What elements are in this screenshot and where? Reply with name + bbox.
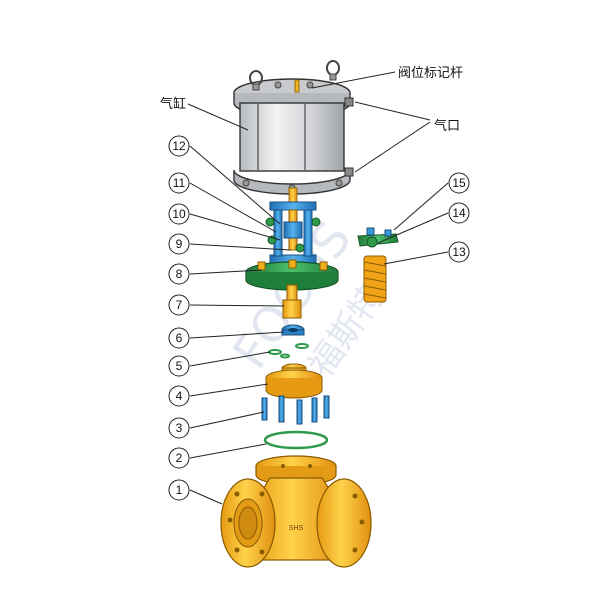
callout-6: 6: [168, 327, 190, 349]
spring: [363, 255, 387, 303]
air-port-bottom: [344, 167, 354, 177]
callout-10: 10: [168, 203, 190, 225]
part-callouts: 12 11 10 9 8 7 6 5 4 3 2 1 15 14 13: [168, 135, 470, 501]
body-gasket: [263, 430, 329, 450]
svg-text:12: 12: [172, 139, 186, 153]
callout-1: 1: [168, 479, 190, 501]
svg-text:4: 4: [176, 389, 183, 403]
svg-text:8: 8: [176, 267, 183, 281]
callout-3: 3: [168, 417, 190, 439]
callout-8: 8: [168, 263, 190, 285]
callout-2: 2: [168, 447, 190, 469]
callout-11: 11: [168, 172, 190, 194]
valve-body: SHS: [220, 455, 372, 568]
svg-text:7: 7: [176, 298, 183, 312]
svg-text:13: 13: [452, 245, 466, 259]
callout-15: 15: [448, 172, 470, 194]
label-air-port: 气口: [434, 118, 460, 134]
svg-text:15: 15: [452, 176, 466, 190]
callout-14: 14: [448, 202, 470, 224]
svg-text:14: 14: [452, 206, 466, 220]
body-bolts: [261, 395, 330, 425]
valve-stem: [282, 284, 302, 319]
small-o-rings: [268, 343, 309, 359]
body-marking: SHS: [289, 525, 304, 532]
air-port-top: [344, 97, 354, 107]
bonnet-flange: [245, 259, 339, 291]
position-indicator-rod: [294, 79, 300, 93]
label-valve-stem-marker: 阀位标记杆: [398, 66, 463, 81]
yoke-assembly: [265, 201, 321, 264]
callout-5: 5: [168, 355, 190, 377]
svg-text:10: 10: [172, 207, 186, 221]
air-cylinder: [233, 60, 354, 205]
callout-12: 12: [168, 135, 190, 157]
position-lever: [357, 227, 399, 248]
svg-text:1: 1: [176, 483, 183, 497]
lifting-eye-left: [249, 70, 263, 91]
label-cylinder: 气缸: [160, 96, 186, 112]
lifting-eye-right: [326, 60, 340, 81]
svg-text:3: 3: [176, 421, 183, 435]
valve-bonnet: [265, 363, 323, 399]
stem-seal: [281, 324, 305, 336]
leader-lines: [187, 71, 449, 505]
svg-text:5: 5: [176, 359, 183, 373]
callout-4: 4: [168, 385, 190, 407]
callout-7: 7: [168, 294, 190, 316]
callout-13: 13: [448, 241, 470, 263]
svg-text:11: 11: [173, 176, 186, 190]
svg-text:2: 2: [176, 451, 183, 465]
callout-9: 9: [168, 233, 190, 255]
svg-text:6: 6: [176, 331, 183, 345]
svg-text:9: 9: [176, 237, 183, 251]
